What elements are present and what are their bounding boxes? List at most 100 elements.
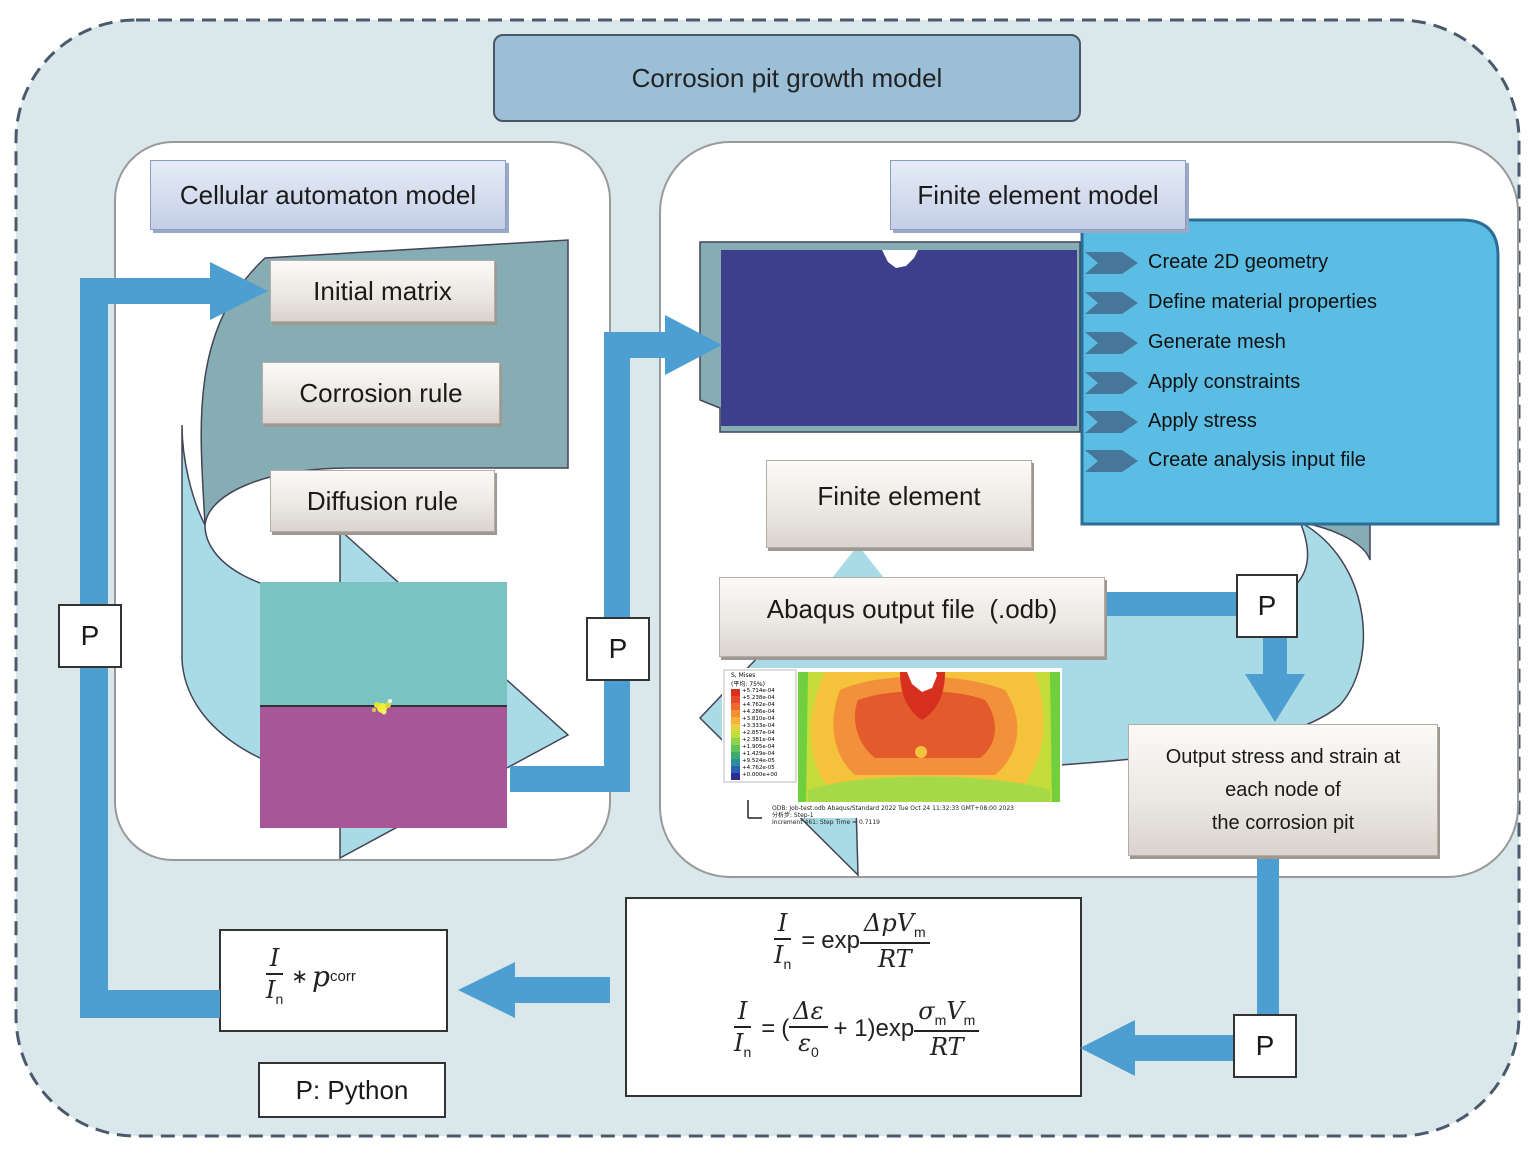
arrow-to-fe-model (665, 315, 722, 375)
contour-legend-values: +5.714e-04+5.238e-04+4.762e-04+4.286e-04… (742, 688, 777, 779)
eq2-v-sub: m (963, 1011, 976, 1028)
finite-element-box: Finite element (766, 460, 1032, 548)
ca-model-heading: Cellular automaton model (150, 160, 506, 230)
ca-to-fe-bar-h2 (604, 332, 674, 358)
legend-value: +5.714e-04 (742, 688, 775, 694)
eq1-lhs-den-sub: n (783, 956, 792, 973)
eq2-sigma: σ (918, 997, 935, 1025)
legend-value: +0.000e+00 (742, 772, 778, 778)
step-define-material: Define material properties (1148, 291, 1377, 313)
step-generate-mesh: Generate mesh (1148, 331, 1286, 353)
fb-p: p (312, 959, 330, 993)
output-stress-line: each node of (1225, 778, 1341, 801)
output-to-p-bar (1257, 852, 1279, 1014)
legend-swatch (731, 689, 740, 696)
contour-legend-title: S, Mises (731, 672, 756, 679)
pit-notch (882, 250, 918, 268)
legend-swatch (731, 703, 740, 710)
fe-mesh-geometry (721, 250, 1077, 426)
diffusion-rule-box: Diffusion rule (270, 470, 495, 532)
eq2-inner-den-sub: 0 (810, 1044, 819, 1061)
legend-value: +5.238e-04 (742, 695, 775, 701)
eq1-num: ΔpV (864, 909, 915, 937)
legend-swatch (731, 710, 740, 717)
step-chevron (1085, 372, 1138, 394)
feedback-box (219, 929, 448, 1032)
legend-swatch (731, 752, 740, 759)
legend-value: +3.333e-04 (742, 723, 775, 729)
python-box-abaqus: P (1236, 574, 1298, 638)
legend-value: +4.286e-04 (742, 709, 775, 715)
legend-value: +9.524e-05 (742, 758, 775, 764)
contour-footer: ODB: Job-test.odb Abaqus/Standard 2022 T… (772, 805, 1014, 826)
eq1-lhs-den: I (774, 941, 784, 970)
legend-swatch (731, 696, 740, 703)
eq1-num-sub: m (914, 923, 926, 940)
legend-value: +4.762e-05 (742, 765, 775, 771)
fb-den-sub: n (275, 991, 284, 1008)
p-to-eq-bar (1130, 1035, 1235, 1061)
eq1-den: RT (878, 945, 912, 974)
eq1-lhs-num: I (773, 910, 792, 941)
eq2-exp: exp (875, 1015, 915, 1043)
contour-footer-line: Increment 461: Step Time = 0.7119 (772, 819, 880, 826)
eq2-inner-num: Δε (789, 998, 828, 1029)
legend-value: +4.762e-04 (742, 702, 775, 708)
arrow-to-equation-box (1080, 1020, 1135, 1076)
eq2-den: RT (929, 1033, 964, 1062)
python-box-left: P (58, 604, 122, 668)
legend-value: +2.381e-04 (742, 737, 775, 743)
eq2-lhs-num: I (733, 998, 752, 1029)
output-stress-line: the corrosion pit (1211, 811, 1355, 834)
fb-den: I (266, 976, 276, 1005)
legend-swatch (731, 745, 740, 752)
legend-swatch (731, 759, 740, 766)
equation-1: I In = exp ΔpVm RT (770, 910, 930, 973)
ca-pit-cluster (372, 699, 392, 715)
fb-p-sub: corr (329, 967, 356, 985)
ca-matrix-bottom (260, 706, 507, 828)
eq2-paren-open: ( (781, 1015, 790, 1043)
output-stress-line: Output stress and strain at (1165, 745, 1401, 768)
arrow-to-output (1245, 674, 1305, 722)
contour-field (798, 672, 1060, 802)
output-stress-box: Output stress and strain at each node of… (1128, 724, 1438, 856)
fe-ribbon-tail (1299, 521, 1371, 561)
eq1-exp: exp (821, 927, 860, 955)
step-chevron (1085, 292, 1138, 314)
fe-model-heading: Finite element model (890, 160, 1186, 230)
abaqus-to-p-bar (1093, 592, 1243, 616)
ca-to-fe-bar-v (604, 332, 630, 792)
legend-swatch (731, 724, 740, 731)
step-chevron (1085, 252, 1138, 274)
legend-value: +1.429e-04 (742, 751, 775, 757)
initial-matrix-box: Initial matrix (270, 260, 495, 322)
python-box-bottom: P (1233, 1014, 1297, 1078)
legend-value: +3.810e-04 (742, 716, 775, 722)
contour-footer-line: 分析步: Step-1 (772, 812, 814, 819)
eq2-inner-den: ε (798, 1029, 811, 1058)
fb-star: ∗ (291, 965, 309, 988)
step-chevrons (1085, 252, 1138, 472)
python-legend: P: Python (258, 1062, 446, 1118)
legend-value: +2.857e-04 (742, 730, 775, 736)
arrow-to-feedback-box (458, 962, 515, 1018)
step-create-geometry: Create 2D geometry (1148, 251, 1329, 273)
legend-swatch (731, 766, 740, 773)
step-apply-stress: Apply stress (1148, 410, 1257, 432)
step-apply-constraints: Apply constraints (1148, 371, 1301, 393)
contour-legend-sub: (平均: 75%) (731, 681, 765, 688)
step-chevron (1085, 411, 1138, 433)
corrosion-rule-box: Corrosion rule (262, 362, 500, 424)
python-box-ca-fe: P (586, 617, 650, 681)
eq2-sigma-sub: m (934, 1011, 947, 1028)
legend-swatch (731, 738, 740, 745)
arrow-to-finite-element (832, 545, 884, 578)
eq2-lhs-den-sub: n (743, 1044, 752, 1061)
step-chevron (1085, 450, 1138, 472)
p-to-output-bar (1263, 638, 1287, 676)
contour-axis-triad (747, 800, 762, 819)
fe-steps-panel (1080, 218, 1500, 526)
